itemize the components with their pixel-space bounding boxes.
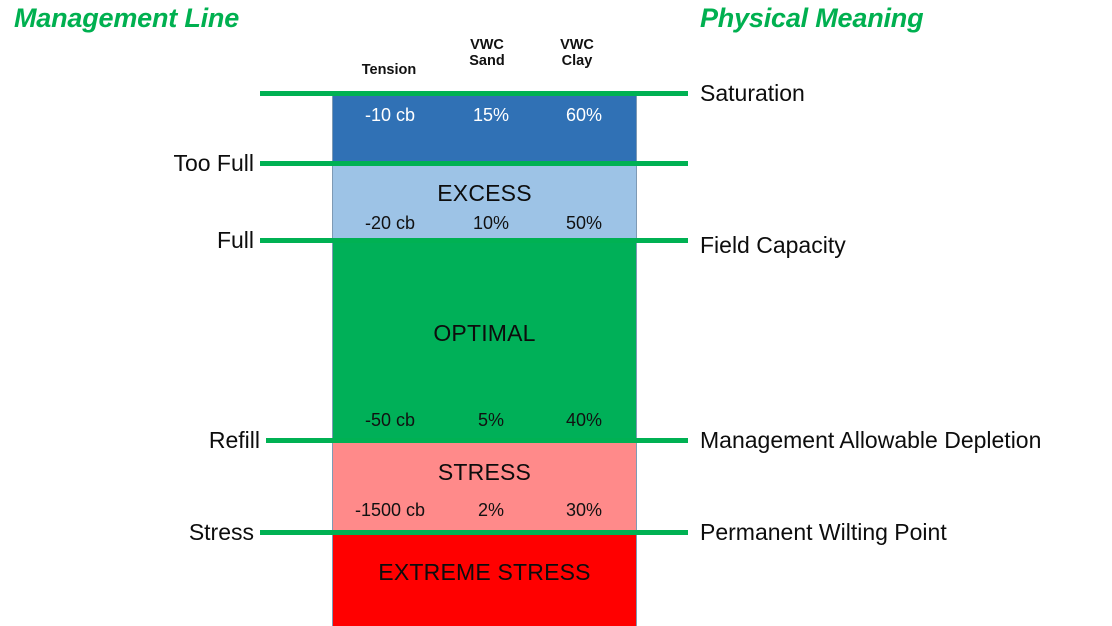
management-line-stress-left xyxy=(260,530,636,535)
optimal-vwc-clay-value: 40% xyxy=(565,410,603,430)
management-line-saturation-right xyxy=(636,91,688,96)
optimal-tension-value: -50 cb xyxy=(364,410,416,430)
management-line-heading: Management Line xyxy=(14,3,240,33)
physical-meaning-heading: Physical Meaning xyxy=(700,3,924,33)
optimal-band: OPTIMAL -50 cb 5% 40% xyxy=(333,240,636,440)
stress-band-title: STRESS xyxy=(437,459,532,485)
management-line-refill-left xyxy=(266,438,636,443)
extreme-stress-band: EXTREME STRESS xyxy=(333,532,636,626)
right-label-management-allowable-depletion: Management Allowable Depletion xyxy=(700,427,1042,453)
optimal-band-values: -50 cb 5% 40% xyxy=(333,410,636,434)
column-header-vwc-clay: VWC Clay xyxy=(560,37,594,69)
extreme-stress-band-title: EXTREME STRESS xyxy=(378,559,591,585)
right-label-saturation: Saturation xyxy=(700,80,805,106)
stress-tension-value: -1500 cb xyxy=(354,500,426,520)
excess-band-values: -20 cb 10% 50% xyxy=(333,213,636,237)
right-label-permanent-wilting-point: Permanent Wilting Point xyxy=(700,519,947,545)
excess-band-title: EXCESS xyxy=(437,180,532,206)
saturation-tension-value: -10 cb xyxy=(364,105,416,125)
stress-vwc-clay-value: 30% xyxy=(565,500,603,520)
excess-tension-value: -20 cb xyxy=(364,213,416,233)
stress-band: STRESS -1500 cb 2% 30% xyxy=(333,440,636,532)
management-line-stress-right xyxy=(636,530,688,535)
management-line-full-left xyxy=(260,238,636,243)
optimal-band-title: OPTIMAL xyxy=(433,320,536,346)
left-label-full: Full xyxy=(216,227,254,253)
stress-vwc-sand-value: 2% xyxy=(477,500,504,520)
saturation-vwc-sand-value: 15% xyxy=(472,105,510,125)
management-line-saturation-left xyxy=(260,91,636,96)
left-label-refill: Refill xyxy=(208,427,260,453)
column-header-tension: Tension xyxy=(361,62,417,78)
management-line-too-full-right xyxy=(636,161,688,166)
left-label-stress: Stress xyxy=(188,519,254,545)
left-label-too-full: Too Full xyxy=(173,150,254,176)
saturation-band: -10 cb 15% 60% xyxy=(333,93,636,163)
optimal-vwc-sand-value: 5% xyxy=(477,410,504,430)
saturation-vwc-clay-value: 60% xyxy=(565,105,603,125)
excess-vwc-sand-value: 10% xyxy=(472,213,510,233)
moisture-bar: -10 cb 15% 60% EXCESS -20 cb 10% 50% OPT… xyxy=(332,93,637,626)
management-line-refill-right xyxy=(636,438,688,443)
stress-band-values: -1500 cb 2% 30% xyxy=(333,500,636,524)
management-line-too-full-left xyxy=(260,161,636,166)
column-header-vwc-sand: VWC Sand xyxy=(469,37,505,69)
right-label-field-capacity: Field Capacity xyxy=(700,232,846,258)
management-line-full-right xyxy=(636,238,688,243)
saturation-band-values: -10 cb 15% 60% xyxy=(333,105,636,129)
excess-band: EXCESS -20 cb 10% 50% xyxy=(333,163,636,240)
excess-vwc-clay-value: 50% xyxy=(565,213,603,233)
